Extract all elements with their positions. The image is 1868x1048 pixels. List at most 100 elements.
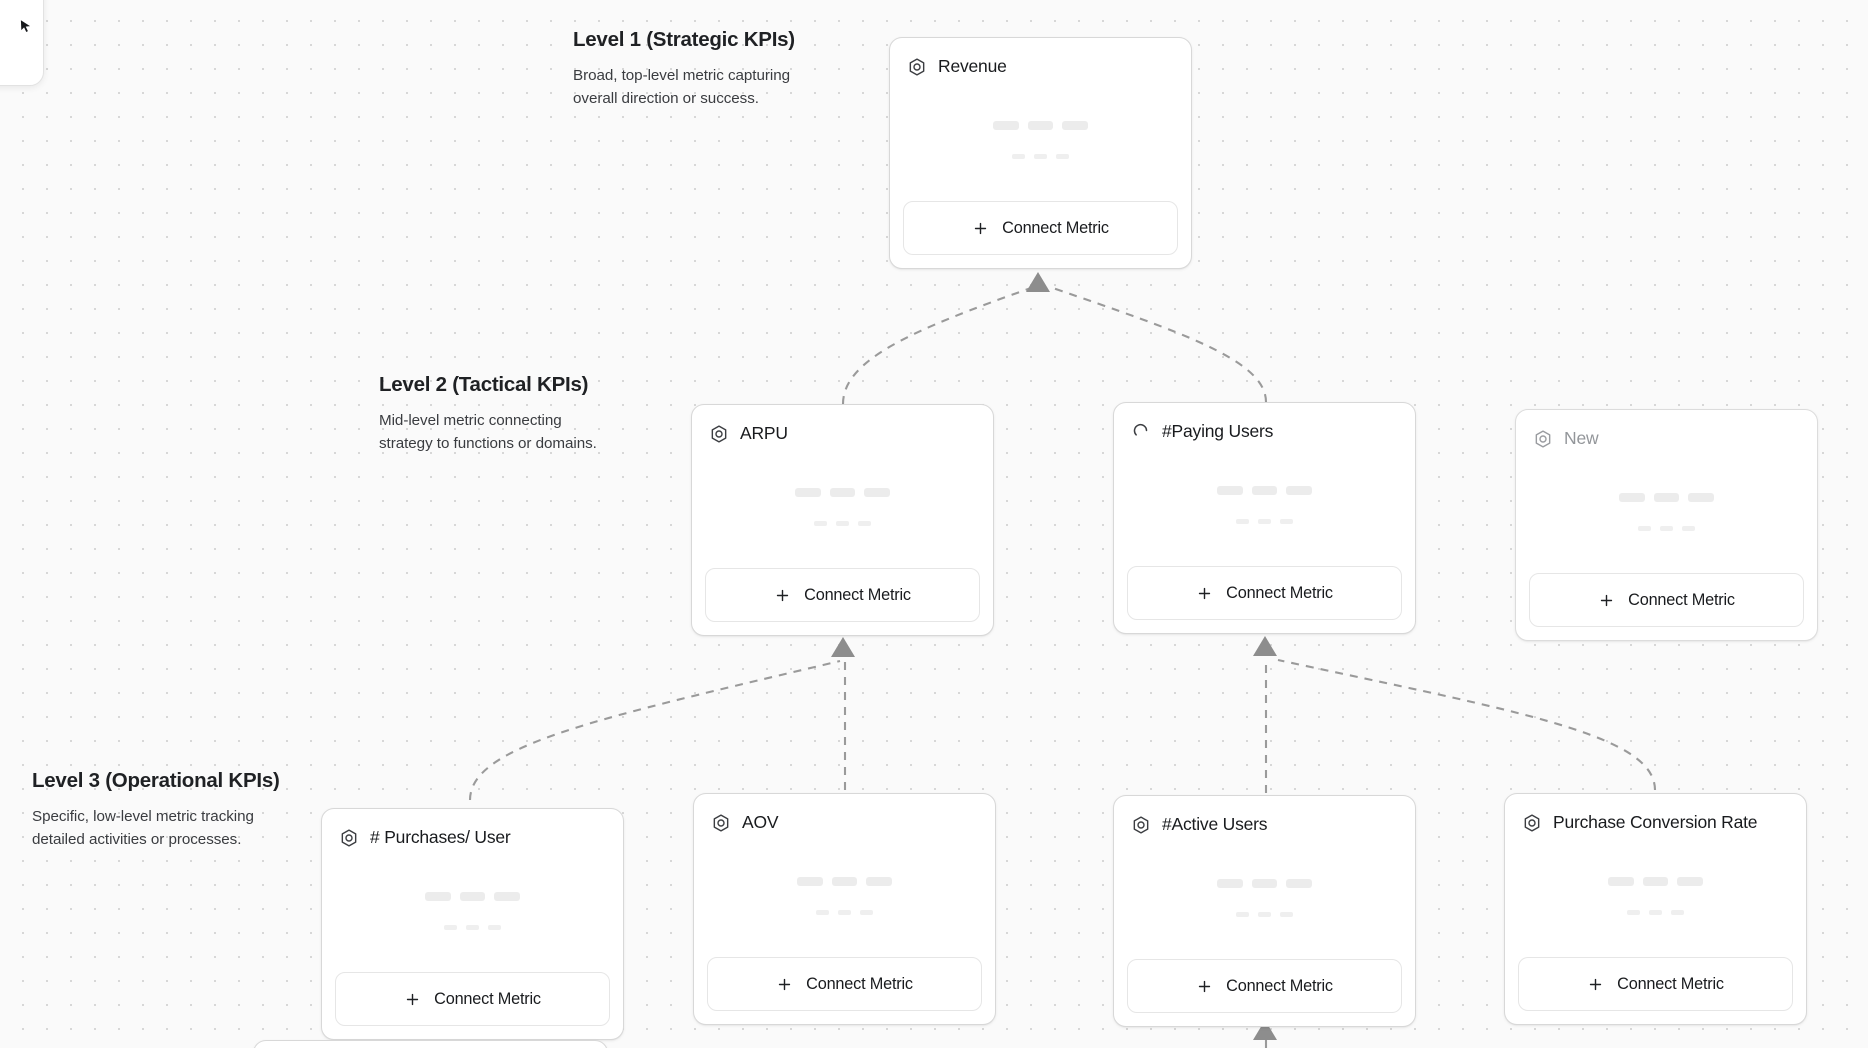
- cursor-pointer-icon[interactable]: [17, 18, 34, 35]
- card-skeleton-purchase-conversion-rate: [1518, 835, 1793, 957]
- skeleton-bar: [425, 892, 451, 901]
- skeleton-bar-small: [858, 521, 871, 526]
- hexagon-target-icon: [711, 813, 731, 833]
- skeleton-bar-small: [1034, 154, 1047, 159]
- skeleton-row-secondary: [444, 925, 501, 930]
- skeleton-bar-small: [838, 910, 851, 915]
- skeleton-row-secondary: [1236, 912, 1293, 917]
- skeleton-row-primary: [1608, 877, 1703, 886]
- connect-metric-label: Connect Metric: [806, 974, 913, 993]
- skeleton-bar: [864, 488, 890, 497]
- connect-metric-label: Connect Metric: [804, 585, 911, 604]
- skeleton-bar: [1217, 486, 1243, 495]
- floating-tool-panel[interactable]: [0, 0, 44, 86]
- hexagon-target-icon: [709, 424, 729, 444]
- connect-metric-button-arpu[interactable]: Connect Metric: [705, 568, 980, 622]
- level-1-label: Level 1 (Strategic KPIs) Broad, top-leve…: [573, 27, 795, 110]
- metric-card-new[interactable]: New Connect Metric: [1515, 409, 1818, 641]
- skeleton-row-secondary: [1012, 154, 1069, 159]
- metric-card-aov[interactable]: AOV Connect Metric: [693, 793, 996, 1025]
- hexagon-target-icon: [1533, 429, 1553, 449]
- connect-metric-label: Connect Metric: [1002, 218, 1109, 237]
- level-3-label: Level 3 (Operational KPIs) Specific, low…: [32, 768, 280, 851]
- card-header-purchases-per-user: # Purchases/ User: [335, 822, 610, 850]
- skeleton-row-primary: [795, 488, 890, 497]
- skeleton-bar-small: [1638, 526, 1651, 531]
- arrowhead-revenue: [1026, 272, 1050, 292]
- skeleton-bar: [795, 488, 821, 497]
- connect-metric-button-purchases-per-user[interactable]: Connect Metric: [335, 972, 610, 1026]
- hexagon-target-icon: [907, 57, 927, 77]
- skeleton-bar-small: [1280, 519, 1293, 524]
- level-1-title: Level 1 (Strategic KPIs): [573, 28, 795, 51]
- skeleton-bar-small: [1258, 519, 1271, 524]
- card-skeleton-purchases-per-user: [335, 850, 610, 972]
- skeleton-row-secondary: [816, 910, 873, 915]
- metric-card-active-users[interactable]: #Active Users Connect Metric: [1113, 795, 1416, 1027]
- skeleton-bar: [494, 892, 520, 901]
- card-header-revenue: Revenue: [903, 51, 1178, 79]
- plus-icon: [972, 220, 989, 237]
- connect-metric-label: Connect Metric: [1226, 583, 1333, 602]
- skeleton-bar-small: [814, 521, 827, 526]
- arrowhead-paying-users: [1253, 636, 1277, 656]
- edge-purchases-to-arpu: [468, 659, 841, 801]
- plus-icon: [776, 976, 793, 993]
- card-title-revenue: Revenue: [938, 55, 1007, 76]
- skeleton-bar-small: [816, 910, 829, 915]
- skeleton-row-primary: [1217, 879, 1312, 888]
- card-title-aov: AOV: [742, 811, 779, 832]
- skeleton-bar: [797, 877, 823, 886]
- card-skeleton-arpu: [705, 446, 980, 568]
- skeleton-row-secondary: [1627, 910, 1684, 915]
- metric-card-paying-users[interactable]: #Paying Users Connect Metric: [1113, 402, 1416, 634]
- level-2-description-line-2: strategy to functions or domains.: [379, 434, 597, 452]
- plus-icon: [1587, 976, 1604, 993]
- metric-card-arpu[interactable]: ARPU Connect Metric: [691, 404, 994, 636]
- connect-metric-button-revenue[interactable]: Connect Metric: [903, 201, 1178, 255]
- skeleton-bar: [1252, 879, 1277, 888]
- metric-card-purchase-conversion-rate[interactable]: Purchase Conversion Rate Connect Metric: [1504, 793, 1807, 1025]
- plus-icon: [404, 991, 421, 1008]
- connect-metric-button-active-users[interactable]: Connect Metric: [1127, 959, 1402, 1013]
- skeleton-bar: [460, 892, 485, 901]
- skeleton-bar: [1677, 877, 1703, 886]
- card-title-paying-users: #Paying Users: [1162, 420, 1274, 441]
- connect-metric-button-aov[interactable]: Connect Metric: [707, 957, 982, 1011]
- connect-metric-label: Connect Metric: [1226, 976, 1333, 995]
- metric-card-purchases-per-user[interactable]: # Purchases/ User Connect Metric: [321, 808, 624, 1040]
- skeleton-bar-small: [1649, 910, 1662, 915]
- skeleton-bar: [832, 877, 857, 886]
- connect-metric-button-paying-users[interactable]: Connect Metric: [1127, 566, 1402, 620]
- level-1-description-line-1: Broad, top-level metric capturing: [573, 66, 790, 84]
- skeleton-bar-small: [1660, 526, 1673, 531]
- skeleton-row-primary: [797, 877, 892, 886]
- metric-card-partial-bottom-left[interactable]: [253, 1040, 608, 1048]
- skeleton-bar: [1217, 879, 1243, 888]
- skeleton-bar-small: [488, 925, 501, 930]
- connect-metric-button-purchase-conversion-rate[interactable]: Connect Metric: [1518, 957, 1793, 1011]
- skeleton-row-primary: [1619, 493, 1714, 502]
- plus-icon: [1598, 592, 1615, 609]
- level-3-description: Specific, low-level metric tracking deta…: [32, 805, 280, 851]
- level-2-description: Mid-level metric connecting strategy to …: [379, 409, 597, 455]
- skeleton-bar: [1654, 493, 1679, 502]
- edge-paying-users-to-revenue: [1052, 287, 1268, 403]
- skeleton-bar-small: [1236, 519, 1249, 524]
- skeleton-bar: [830, 488, 855, 497]
- skeleton-bar-small: [836, 521, 849, 526]
- card-header-aov: AOV: [707, 807, 982, 835]
- skeleton-bar-small: [1056, 154, 1069, 159]
- skeleton-bar-small: [1280, 912, 1293, 917]
- skeleton-bar: [1688, 493, 1714, 502]
- skeleton-bar: [1286, 486, 1312, 495]
- skeleton-bar: [1286, 879, 1312, 888]
- connect-metric-label: Connect Metric: [1628, 590, 1735, 609]
- hexagon-target-icon: [339, 828, 359, 848]
- connect-metric-button-new[interactable]: Connect Metric: [1529, 573, 1804, 627]
- loading-spinner-icon: [1131, 422, 1151, 442]
- skeleton-bar-small: [466, 925, 479, 930]
- card-header-purchase-conversion-rate: Purchase Conversion Rate: [1518, 807, 1793, 835]
- metric-card-revenue[interactable]: Revenue Connect Metric: [889, 37, 1192, 269]
